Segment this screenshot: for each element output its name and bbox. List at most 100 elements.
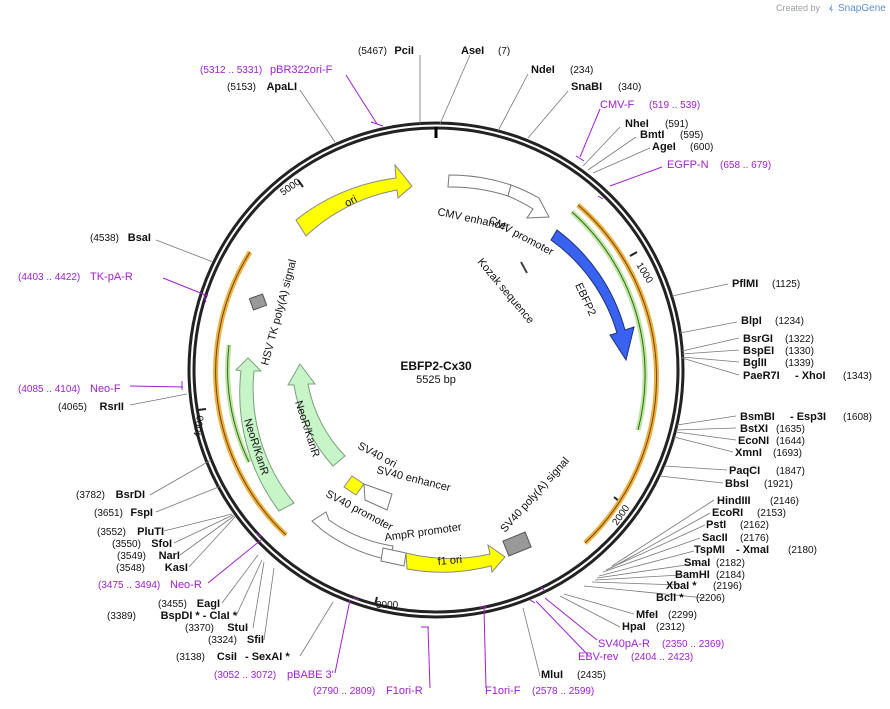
site-label[interactable]: AseI [461, 45, 484, 57]
cmv-enhancer-feature [447, 174, 512, 197]
site-position: (2180) [788, 545, 817, 556]
site-label[interactable]: PstI [706, 519, 726, 531]
site-label[interactable]: BamHI [675, 569, 710, 581]
site-label[interactable]: PflMI [732, 278, 758, 290]
site-position: (1608) [843, 412, 872, 423]
site-label[interactable]: HpaI [622, 621, 646, 633]
site-label[interactable]: SmaI [684, 557, 710, 569]
primer-label[interactable]: Neo-F [90, 383, 121, 395]
site-label[interactable]: MluI [541, 669, 563, 681]
site-label[interactable]: PaqCI [729, 465, 760, 477]
site-label[interactable]: TspMI [694, 544, 725, 556]
site-label[interactable]: EagI [197, 598, 220, 610]
site-label[interactable]: - SexAI * [245, 651, 290, 663]
primer-label[interactable]: EGFP-N [667, 159, 709, 171]
site-position: (3324) [208, 635, 237, 646]
site-position: (2299) [668, 610, 697, 621]
primer-label[interactable]: F1ori-F [485, 685, 521, 697]
neor-kanr-outer-feature [234, 357, 295, 512]
site-position: (600) [690, 142, 713, 153]
site-position: (3389) [107, 611, 136, 622]
green-orf-arc-right-core [571, 211, 646, 431]
primer-label[interactable]: CMV-F [600, 99, 635, 111]
site-label[interactable]: SacII [702, 532, 728, 544]
site-label[interactable]: StuI [227, 622, 248, 634]
orf-arc-left-core [215, 251, 287, 536]
site-label[interactable]: SfoI [151, 538, 172, 550]
site-label[interactable]: MfeI [636, 609, 658, 621]
site-label[interactable]: SfiI [247, 634, 264, 646]
primer-label[interactable]: EBV-rev [578, 651, 619, 663]
site-label[interactable]: XbaI * [666, 580, 697, 592]
sv40-enhancer-feature [363, 483, 393, 511]
primer-range: (2404 .. 2423) [631, 652, 693, 663]
primer-label[interactable]: SV40pA-R [598, 638, 650, 650]
ori-label: ori [343, 193, 359, 209]
site-label[interactable]: CsiI [217, 651, 237, 663]
site-leader-lines [129, 54, 740, 677]
site-position: (7) [498, 46, 510, 57]
site-position: (2162) [740, 520, 769, 531]
site-position: (2153) [757, 508, 786, 519]
site-position: (1330) [785, 346, 814, 357]
cmv-promoter-label: CMV promoter [487, 214, 556, 258]
site-label[interactable]: BbsI [725, 478, 749, 490]
site-position: (2184) [716, 570, 745, 581]
site-label[interactable]: BmtI [640, 129, 664, 141]
hsv-tk-polya-feature [248, 293, 268, 311]
site-label[interactable]: HindIII [717, 495, 751, 507]
site-position: (3548) [116, 563, 145, 574]
site-label[interactable]: AgeI [652, 141, 676, 153]
site-label[interactable]: BsrGI [743, 333, 773, 345]
f1-ori-feature [405, 543, 506, 574]
site-label[interactable]: RsrII [100, 401, 124, 413]
site-label[interactable]: BsmBI [740, 411, 775, 423]
primer-range: (3052 .. 3072) [214, 670, 276, 681]
site-position: (3651) [94, 508, 123, 519]
tick-label-5000: 5000 [278, 176, 303, 198]
site-label[interactable]: BlpI [741, 315, 762, 327]
site-labels: PciI (5467) AseI (7) NdeI (234) SnaBI (3… [58, 45, 872, 681]
site-position: (1234) [775, 316, 804, 327]
site-label[interactable]: - XhoI [795, 370, 826, 382]
site-label[interactable]: KasI [165, 562, 188, 574]
site-label[interactable]: NdeI [531, 64, 555, 76]
site-position: (1339) [785, 358, 814, 369]
site-label[interactable]: - XmaI [736, 544, 769, 556]
site-label[interactable]: NheI [625, 118, 649, 130]
primer-label[interactable]: pBR322ori-F [270, 64, 333, 76]
ampr-promoter-label: AmpR promoter [384, 521, 463, 544]
tick-label-3000: 3000 [376, 600, 399, 611]
site-label[interactable]: BglII [743, 357, 767, 369]
site-label[interactable]: BsaI [128, 232, 151, 244]
site-label[interactable]: BspEI [743, 345, 774, 357]
site-label[interactable]: BspDI * - ClaI * [161, 610, 238, 622]
site-label[interactable]: - Esp3I [790, 411, 826, 423]
site-position: (2176) [740, 533, 769, 544]
site-label[interactable]: NarI [159, 550, 180, 562]
site-label[interactable]: BstXI [740, 423, 768, 435]
primer-range: (3475 .. 3494) [98, 580, 160, 591]
site-label[interactable]: EcoNI [738, 435, 769, 447]
site-label[interactable]: ApaLI [266, 81, 297, 93]
site-label[interactable]: BsrDI [116, 489, 145, 501]
site-position: (1847) [776, 466, 805, 477]
site-position: (1635) [776, 424, 805, 435]
primer-range: (658 .. 679) [720, 160, 771, 171]
primer-label[interactable]: F1ori-R [386, 685, 423, 697]
primer-label[interactable]: Neo-R [170, 579, 202, 591]
site-label[interactable]: PciI [394, 45, 414, 57]
site-label[interactable]: PaeR7I [743, 370, 780, 382]
primer-label[interactable]: pBABE 3' [287, 669, 334, 681]
primer-label[interactable]: TK-pA-R [90, 271, 133, 283]
site-label[interactable]: PluTI [137, 526, 164, 538]
site-position: (4538) [90, 233, 119, 244]
site-position: (3549) [117, 551, 146, 562]
neor-kanr-inner-feature [287, 363, 346, 467]
site-label[interactable]: XmnI [735, 447, 762, 459]
site-label[interactable]: FspI [130, 507, 153, 519]
site-label[interactable]: EcoRI [712, 507, 743, 519]
site-label[interactable]: SnaBI [571, 81, 602, 93]
plasmid-length: 5525 bp [416, 374, 456, 386]
site-label[interactable]: BclI * [656, 592, 684, 604]
